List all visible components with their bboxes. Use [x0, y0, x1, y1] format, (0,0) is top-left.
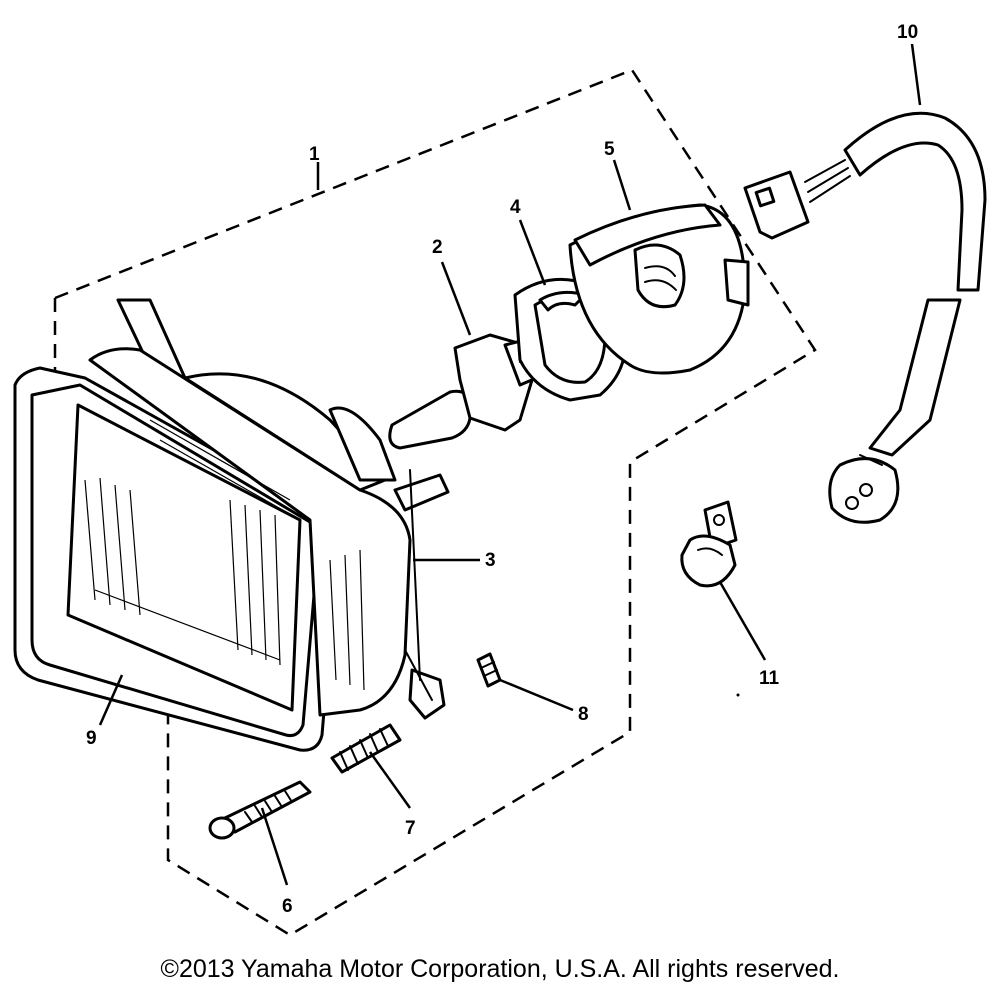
copyright-notice: ©2013 Yamaha Motor Corporation, U.S.A. A…	[160, 955, 840, 983]
clamp-icon	[680, 500, 738, 588]
leader-lines	[98, 43, 922, 886]
socket-cover-icon	[568, 203, 750, 375]
callout-2: 2	[432, 237, 443, 258]
callout-4: 4	[510, 197, 521, 218]
adjusting-screw-icon	[208, 780, 312, 840]
callout-11: 11	[759, 668, 780, 689]
callout-7: 7	[405, 818, 416, 839]
callout-1: 1	[309, 144, 320, 165]
callout-10: 10	[897, 22, 918, 43]
exploded-view-drawing: 1 2 3 4 5 6 7 8 9 10 11	[13, 22, 987, 937]
small-spring-icon	[476, 652, 502, 688]
wire-harness-icon	[743, 111, 987, 524]
bulb-icon	[388, 333, 557, 450]
callout-9: 9	[86, 728, 97, 749]
spring-icon	[330, 723, 402, 774]
callout-6: 6	[282, 896, 293, 917]
callout-3: 3	[485, 550, 496, 571]
callout-8: 8	[578, 704, 589, 725]
speck-mark	[736, 693, 740, 697]
headlight-unit-icon	[66, 298, 450, 720]
callout-5: 5	[604, 139, 615, 160]
